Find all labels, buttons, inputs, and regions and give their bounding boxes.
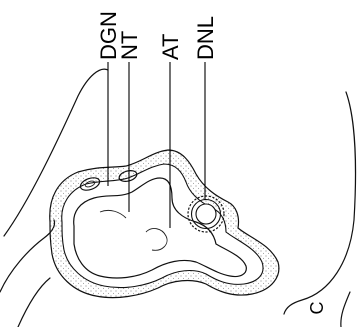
panel-label: C	[307, 302, 327, 315]
outer-contour-right	[284, 92, 355, 314]
label-at: AT	[158, 34, 183, 60]
label-dnl: DNL	[193, 16, 218, 60]
outer-contour-right-tail	[341, 292, 350, 327]
outer-contour-left-base	[18, 278, 50, 327]
label-nt: NT	[117, 31, 142, 60]
beaded-ring-inner	[196, 204, 216, 224]
